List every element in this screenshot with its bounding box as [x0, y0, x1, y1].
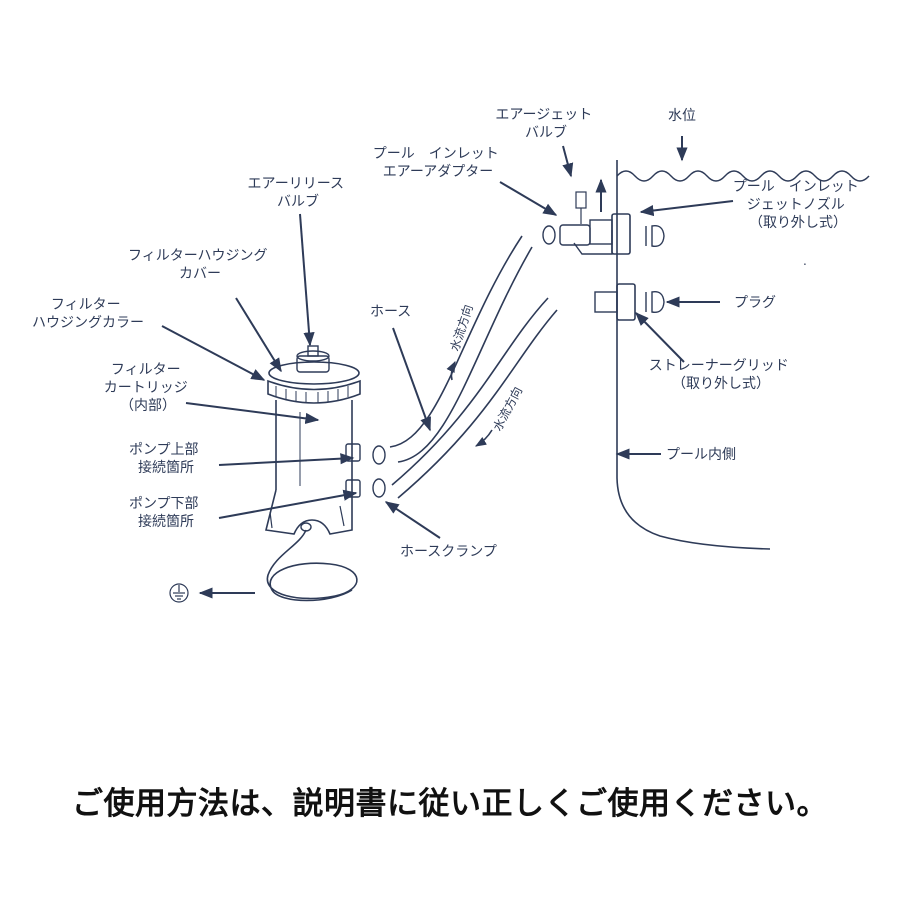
pool-wall: . .	[616, 160, 870, 550]
air-jet-valve-label: エアージェット バルブ	[495, 107, 596, 141]
strainer-fitting	[594, 283, 665, 321]
pool-inner-wall-label: プール内側	[666, 447, 736, 463]
leader-arrows	[161, 136, 734, 599]
hoses	[372, 235, 558, 499]
flow-direction-label-1: 水流方向	[447, 303, 476, 353]
ground-icon	[169, 583, 189, 603]
hose-label: ホース	[370, 304, 411, 320]
inlet-jet-nozzle-label: プール インレット ジェットノズル （取り外し式）	[733, 179, 863, 231]
housing-collar-label: フィルター ハウジングカラー	[32, 297, 144, 331]
housing-cover-label: フィルターハウジング カバー	[128, 248, 272, 282]
filter-cartridge-label: フィルター カートリッジ （内部）	[104, 362, 192, 414]
flow-direction-label-2: 水流方向	[489, 384, 525, 433]
strainer-grid-label: ストレーナーグリッド （取り外し式）	[649, 358, 793, 392]
svg-text:.: .	[790, 211, 794, 225]
hose-clamp-label: ホースクランプ	[400, 544, 497, 560]
pump-lower-connection-label: ポンプ下部 接続箇所	[129, 496, 203, 530]
inlet-assembly	[542, 191, 665, 255]
air-release-valve-label: エアーリリース バルブ	[248, 176, 349, 210]
water-level-label: 水位	[668, 108, 696, 124]
inlet-adapter-label: プール インレット エアーアダプター	[373, 146, 503, 180]
filter-pump	[265, 345, 361, 535]
plug-label: プラグ	[734, 295, 776, 311]
usage-notice: ご使用方法は、説明書に従い正しくご使用ください。	[72, 786, 828, 822]
svg-text:.: .	[803, 254, 807, 268]
pump-upper-connection-label: ポンプ上部 接続箇所	[129, 442, 203, 476]
power-cord	[266, 529, 358, 602]
